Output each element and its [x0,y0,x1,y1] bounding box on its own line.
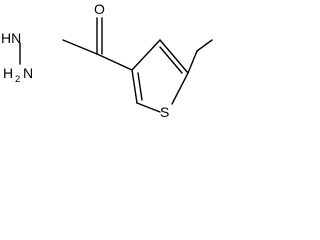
atom-nh: HN [1,30,21,46]
atom-amine-subscript: 2 [15,74,20,85]
bond-carbonyl-ring [96,53,133,71]
bond-ring-s-c2 [136,102,161,113]
bond-carbonyl-nh [62,39,98,55]
structure-diagram: O HN H N 2 S [0,0,216,125]
bond-ethyl-1 [187,50,198,74]
bond-ring-c3-c4 [131,39,161,71]
molecule-svg: O HN H N 2 S [1,1,213,120]
bond-ring-c2-c3-inner [137,72,143,101]
bond-ethyl-2 [196,39,213,52]
atom-amine-n: N [23,65,33,81]
atom-amine-h: H [3,65,13,81]
bond-ring-c4-c5-inner [159,46,183,74]
bond-ring-c5-s [171,72,189,105]
atom-oxygen: O [94,1,105,17]
bond-ring-c4-c5 [159,39,189,74]
atom-sulfur: S [160,104,169,120]
bond-ring-c2-c3 [131,69,138,104]
